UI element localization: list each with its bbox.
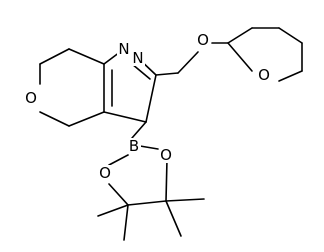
atom-labels: N N O O O B O O	[24, 31, 271, 182]
bond	[131, 63, 151, 80]
nitrogen-atom-label: N	[118, 40, 129, 58]
boron-atom-label: B	[129, 137, 139, 155]
bond	[123, 204, 129, 241]
atom-label-backing	[257, 67, 271, 83]
bond	[68, 111, 105, 127]
atom-label-backing	[98, 165, 112, 181]
boronate-oxygen-label: O	[99, 164, 111, 182]
bond	[108, 183, 129, 206]
bond	[165, 158, 168, 202]
bond	[227, 27, 253, 44]
bond	[39, 48, 70, 65]
bond	[127, 200, 167, 206]
morpholine-oxygen-label: O	[25, 89, 37, 107]
bond	[278, 70, 303, 82]
bond-lines	[39, 27, 303, 241]
atom-label-backing	[127, 138, 141, 154]
bond	[227, 42, 253, 72]
bond	[139, 145, 159, 150]
bond	[165, 198, 205, 202]
bond	[68, 48, 105, 65]
ether-oxygen-label: O	[197, 31, 209, 49]
bond	[278, 27, 303, 44]
nitrogen-atom-label: N	[132, 49, 143, 67]
pyran-oxygen-label: O	[258, 66, 270, 84]
bond	[131, 121, 147, 139]
bond	[165, 200, 182, 237]
atom-label-backing	[117, 41, 131, 57]
atom-label-backing	[159, 147, 173, 163]
atom-label-backing	[196, 32, 210, 48]
bond	[177, 51, 199, 74]
atom-label-backing	[131, 50, 145, 66]
boronate-oxygen-label: O	[160, 146, 172, 164]
bond	[97, 204, 129, 217]
bond	[145, 74, 157, 123]
bond	[103, 111, 147, 123]
bond	[155, 72, 179, 76]
bond	[108, 154, 129, 166]
bond	[39, 111, 70, 127]
atom-label-backing	[24, 90, 38, 106]
